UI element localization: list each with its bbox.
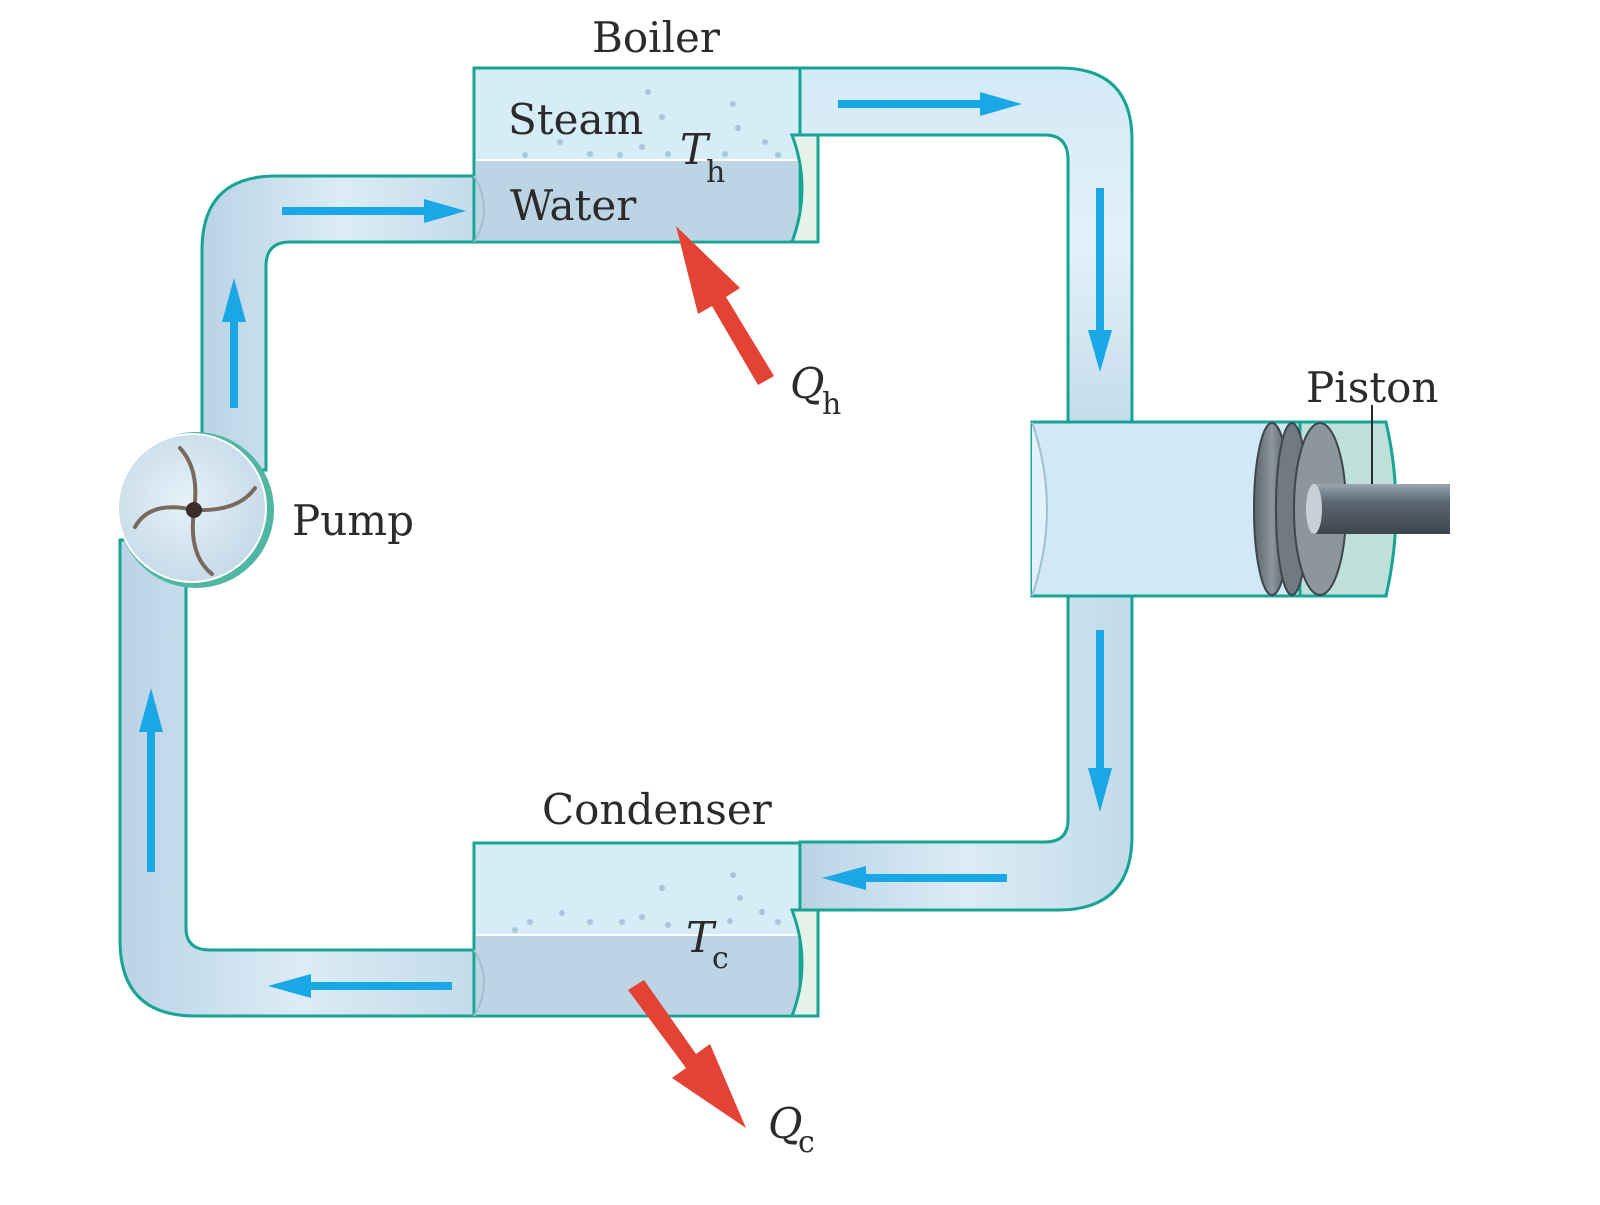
flow-arrow-icon [222,278,246,408]
cylinder-front-edge [1031,421,1048,597]
flow-arrow-icon [1088,188,1112,372]
condenser [472,841,820,1018]
condenser-steam [476,845,798,935]
piston-rod [1312,484,1450,534]
boiler-end-cap [789,133,820,244]
condenser-water [476,935,798,1014]
piston-label: Piston [1306,363,1438,412]
flow-arrow-icon [1088,630,1112,812]
pipe-left-lower [118,538,482,1018]
pump [117,432,274,588]
pump-label: Pump [292,496,414,545]
boiler-steam [476,70,798,160]
condenser-label: Condenser [542,785,773,834]
boiler-water [476,160,798,240]
q-cold-symbol: Q [768,1099,802,1148]
piston-rod-end [1306,484,1322,534]
q-hot-subscript: h [822,387,841,422]
heat-out-arrow-icon [628,980,746,1128]
water-label: Water [510,181,637,230]
piston-assembly [1030,405,1450,598]
condenser-bubbles [512,872,781,933]
steam-label: Steam [508,95,643,144]
flow-arrows [139,92,1112,998]
flow-arrow-icon [282,199,466,223]
condenser-end-cap [789,908,820,1018]
pipe-left-upper [200,174,482,472]
boiler-label: Boiler [592,13,721,62]
boiler-left-edge [473,175,485,243]
flow-arrow-icon [822,866,1007,890]
boiler [472,66,820,244]
flow-arrow-icon [838,92,1022,116]
heat-in-arrow-icon [676,226,774,385]
q-cold-subscript: c [798,1125,815,1160]
t-cold-symbol: T [686,913,717,962]
t-cold-subscript: c [712,941,729,976]
flow-arrow-icon [139,688,163,872]
q-hot-symbol: Q [790,359,824,408]
boiler-bubbles [522,89,781,158]
pipe-right-lower [798,594,1134,912]
pump-hub [186,502,202,518]
flow-arrow-icon [268,974,452,998]
pipe-loop [798,66,1134,424]
condenser-left-edge [473,949,485,1017]
pipe-network [118,66,1134,1018]
t-hot-subscript: h [706,155,725,190]
t-hot-symbol: T [680,125,711,174]
